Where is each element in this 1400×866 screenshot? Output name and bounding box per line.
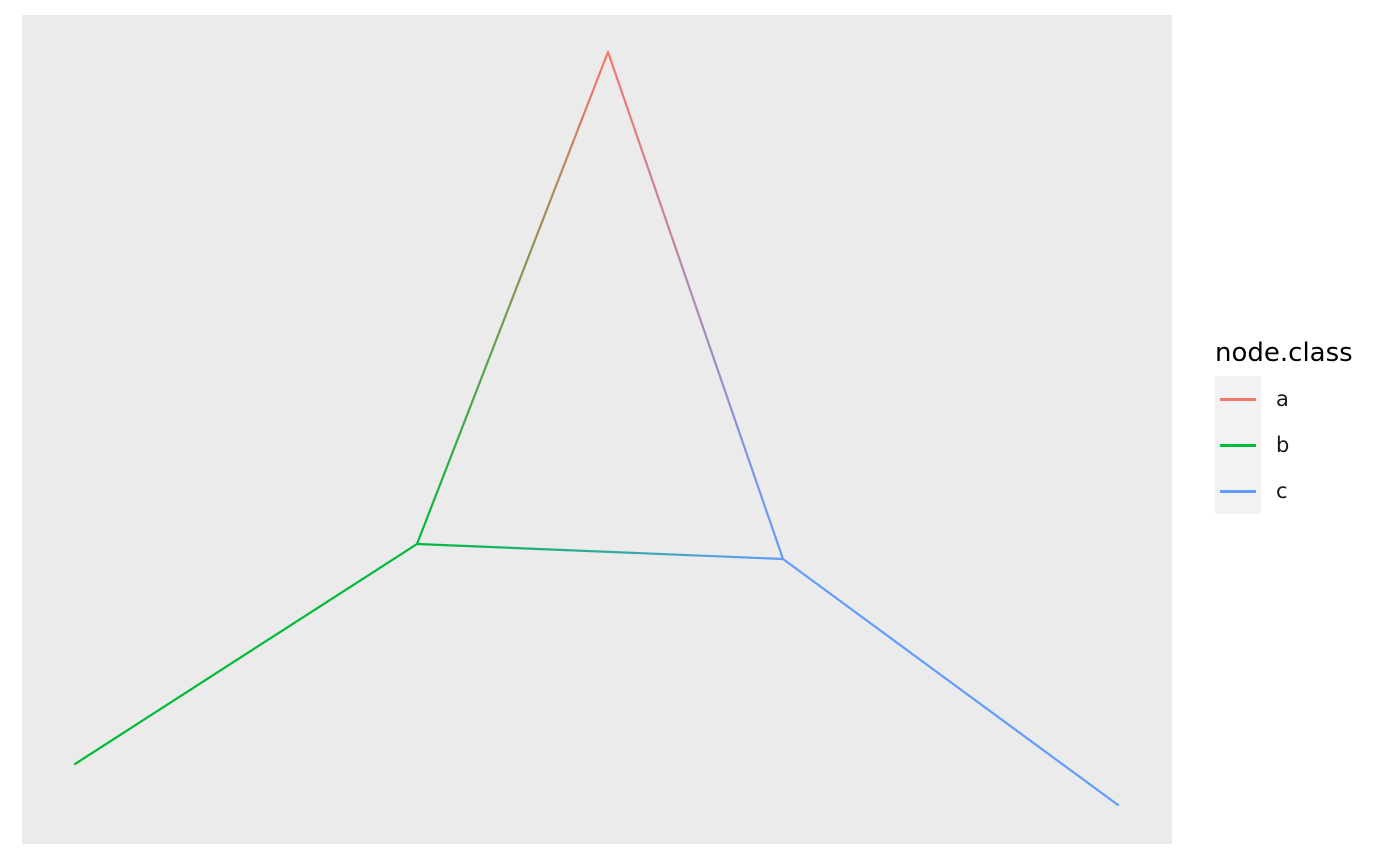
plot-panel [22,15,1172,844]
legend-title: node.class [1215,338,1353,368]
legend-label-b: b [1276,433,1290,457]
edge-n2-n4 [415,542,785,561]
edge-n4-n5 [781,557,1120,807]
legend-label-c: c [1276,479,1288,503]
edge-n2-n3 [415,50,610,546]
legend-label-a: a [1276,387,1289,411]
legend-swatch-c [1220,490,1256,493]
legend-key-c [1215,468,1261,514]
legend-item-a: a [1215,376,1385,422]
edge-n3-n4 [606,50,785,561]
legend-item-c: c [1215,468,1385,514]
edge-n1-n2 [73,542,419,766]
legend-swatch-b [1220,444,1256,447]
legend-key-a [1215,376,1261,422]
legend-keys: a b c [1215,376,1385,514]
legend-swatch-a [1220,398,1256,401]
legend-key-b [1215,422,1261,468]
edges-layer [73,50,1120,807]
legend: node.class a b c [1215,336,1385,514]
legend-item-b: b [1215,422,1385,468]
